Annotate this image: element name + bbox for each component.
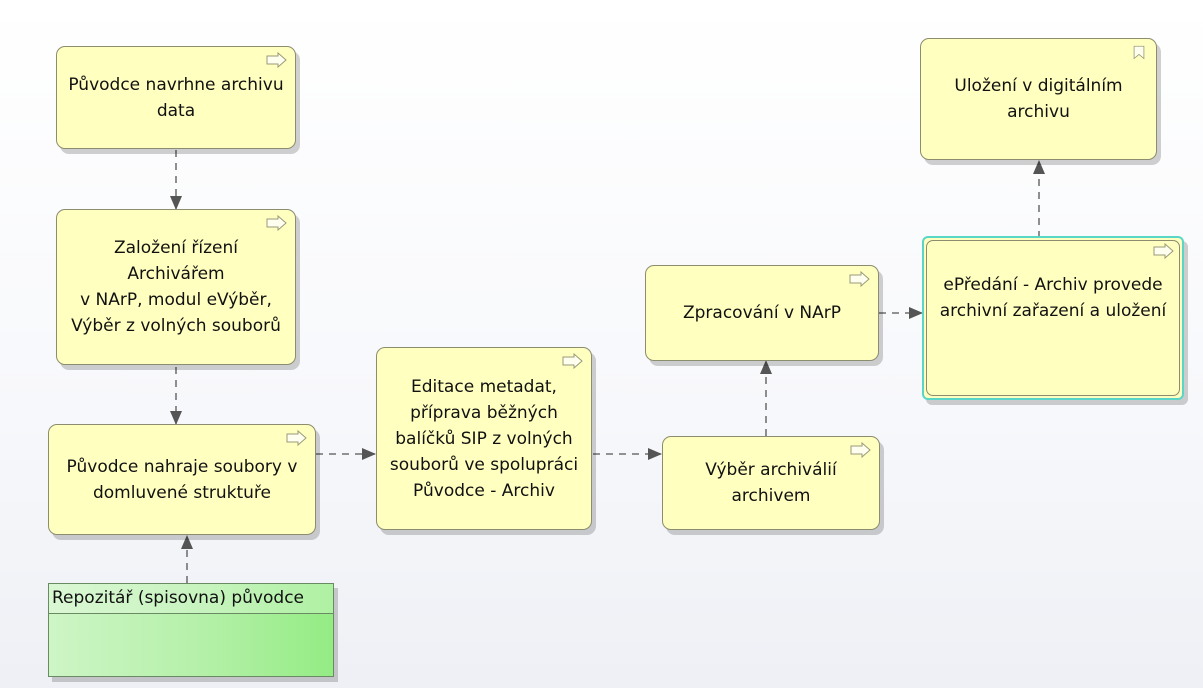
process-arrow-icon: [286, 430, 307, 446]
process-node-proposal[interactable]: Původce navrhne archivu data: [56, 46, 296, 149]
process-node-processing[interactable]: Zpracování v NArP: [645, 265, 879, 361]
process-arrow-icon: [849, 271, 870, 287]
process-arrow-icon: [266, 215, 287, 231]
process-node-handover[interactable]: ePředání - Archiv provede archivní zařaz…: [922, 236, 1184, 400]
process-node-label: Původce navrhne archivu data: [68, 74, 284, 121]
process-arrow-icon: [850, 442, 871, 458]
process-node-label: Výběr archiválií archivem: [705, 460, 837, 506]
process-node-label: Zpracování v NArP: [682, 303, 842, 323]
event-bookmark-icon: [1133, 45, 1145, 60]
process-arrow-icon: [266, 52, 287, 68]
event-node-stored[interactable]: Uložení v digitálním archivu: [920, 38, 1157, 160]
process-node-label: Původce nahraje soubory v domluvené stru…: [66, 456, 298, 503]
process-arrow-icon: [1153, 243, 1174, 259]
process-node-case-setup[interactable]: Založení řízení Archivářem v NArP, modul…: [56, 209, 296, 365]
process-node-label: ePředání - Archiv provede archivní zařaz…: [939, 275, 1167, 321]
process-node-upload[interactable]: Původce nahraje soubory v domluvené stru…: [48, 424, 316, 535]
process-node-label: Založení řízení Archivářem v NArP, modul…: [71, 238, 281, 336]
data-store-label: Repozitář (spisovna) původce: [49, 584, 333, 614]
process-node-label: Uložení v digitálním archivu: [954, 76, 1123, 122]
data-store-repository[interactable]: Repozitář (spisovna) původce: [48, 583, 334, 677]
process-arrow-icon: [562, 353, 583, 369]
process-node-label: Editace metadat, příprava běžných balíčk…: [389, 376, 579, 501]
process-node-selection[interactable]: Výběr archiválií archivem: [662, 436, 880, 530]
process-node-metadata-editing[interactable]: Editace metadat, příprava běžných balíčk…: [376, 347, 592, 530]
